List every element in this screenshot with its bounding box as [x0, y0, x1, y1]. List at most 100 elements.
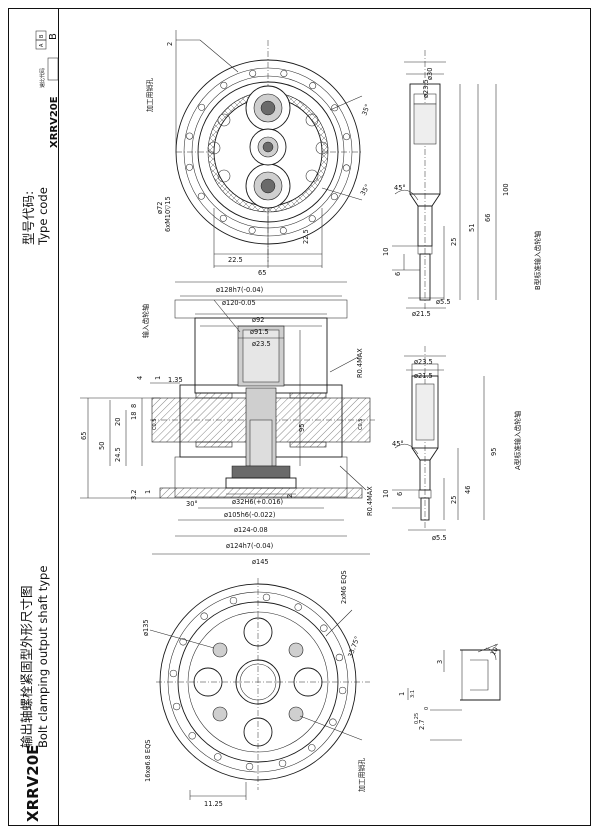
- dim-d124h7: ø124h7(-0.04): [226, 542, 273, 550]
- shaft-a-95: 95: [490, 448, 498, 456]
- angle-30: 30°: [186, 500, 198, 508]
- dim-1-35: 1.35: [168, 376, 183, 384]
- detail-dim-2-7: 2.7: [418, 720, 426, 731]
- dim-50: 50: [98, 442, 106, 450]
- bolt-hole: [330, 193, 338, 201]
- type-code-value: XRRV20E: [49, 96, 60, 148]
- dim-c0-5-a: C0.5: [152, 419, 158, 430]
- dim-d72: ø72: [156, 202, 164, 214]
- shaft-b-d30: ø30: [426, 68, 434, 80]
- bolt-hole: [186, 132, 194, 140]
- dim-c0-5-b: C0.5: [358, 419, 364, 430]
- bolt-hole: [186, 163, 193, 171]
- dim-2-top: 2: [166, 42, 174, 46]
- bolt-hole: [188, 732, 196, 740]
- shaft-b-labels: ø30 ø23.5 100 66 51 25 10 6 ø5.5 ø21.5 4…: [382, 68, 542, 318]
- dim-d124: ø124-0.08: [234, 526, 268, 534]
- bottom-view-labels: ø135 2xM6 EQS 33.75° 加工用销孔 16xø6.8 EQS 1…: [142, 570, 366, 808]
- shaft-b-66: 66: [484, 214, 492, 222]
- bolt-hole: [245, 762, 254, 771]
- type-code-label-en: Type code: [36, 187, 50, 246]
- section-view-labels: ø128h7(-0.04) ø120-0.05 ø92 ø91.5 ø23.5 …: [80, 286, 374, 566]
- shaft-b-100: 100: [502, 183, 510, 196]
- shaft-b-51: 51: [468, 224, 476, 232]
- bolt-hole: [308, 744, 316, 752]
- bolt-hole: [200, 612, 208, 620]
- detail-tol: 0.25: [414, 713, 420, 724]
- shaft-a-d21-5: ø21.5: [414, 372, 433, 380]
- shaft-a-46: 46: [464, 486, 472, 494]
- title-en: Bolt clamping output shaft type: [36, 566, 50, 748]
- bolt-hole: [248, 226, 256, 234]
- bolt-hole: [309, 82, 317, 90]
- detail-scale-1: 1: [398, 692, 406, 696]
- type-code-label-cn: 型号代码:: [21, 191, 36, 245]
- shaft-b-d21-5: ø21.5: [412, 310, 431, 318]
- shaft-b-angle: 45°: [394, 184, 406, 192]
- input-gear-label: 输入齿轮轴: [141, 304, 150, 338]
- shaft-a-angle: 45°: [392, 440, 404, 448]
- dim-d128h7: ø128h7(-0.04): [216, 286, 263, 294]
- bolt-hole: [198, 103, 206, 111]
- dim-d105h6: ø105h6(-0.022): [224, 511, 275, 519]
- dim-4: 4: [136, 376, 144, 380]
- dim-65-top: 65: [258, 269, 266, 277]
- bottom-flange-view: [149, 578, 370, 800]
- dim-d23-5-sec: ø23.5: [252, 340, 271, 348]
- process-hole-note-top: 加工用销孔: [145, 78, 154, 112]
- dim-95-sec: 95: [298, 424, 306, 432]
- bolt-hole: [279, 227, 287, 234]
- dim-1: 1: [154, 376, 162, 380]
- angle-35-b: 35°: [359, 183, 372, 197]
- bolt-hole: [249, 70, 257, 77]
- shaft-b-drawing: [392, 50, 497, 310]
- shaft-b-d23-5: ø23.5: [422, 79, 430, 98]
- dim-22-5-a: 22.5: [228, 256, 243, 264]
- angle-33-75: 33.75°: [346, 635, 361, 659]
- shaft-b-label: B型标准输入齿轮轴: [533, 231, 542, 290]
- section-view: [80, 281, 375, 555]
- bolt-hole: [343, 133, 350, 141]
- shaft-b-25: 25: [450, 238, 458, 246]
- angle-35-a: 35°: [360, 103, 372, 117]
- dim-r0-4-b: R0.4MAX: [366, 486, 374, 516]
- dim-3-2: 3.2: [130, 490, 138, 501]
- detail-scale-2: 3:1: [410, 690, 416, 698]
- ratio-code-box: [47, 57, 59, 81]
- option-b: B: [39, 34, 45, 38]
- bolt-hole: [214, 753, 222, 761]
- dim-22-5-b: 22.5: [302, 229, 310, 244]
- title-cn: 输出轴螺栓紧固型外形尺寸图: [19, 585, 34, 748]
- shaft-b-d5-5: ø5.5: [436, 298, 451, 306]
- drawing-frame: [8, 8, 591, 826]
- dim-screw-top: 6xM10▽15: [164, 196, 172, 232]
- title-strip: [8, 8, 59, 826]
- bolt-hole: [278, 759, 287, 768]
- bolt-hole: [262, 593, 271, 602]
- shaft-a-d5-5: ø5.5: [432, 534, 447, 542]
- shaft-a-labels: ø23.5 ø21.5 95 46 25 10 6 ø5.5 45° A型标准输…: [382, 358, 522, 542]
- option-a: A: [39, 43, 45, 47]
- bolt-hole: [219, 214, 227, 222]
- dim-d32h6: ø32H6(+0.016): [232, 498, 283, 506]
- detail-labels: 3 2.7 0.25 0 10° 1 3:1: [398, 643, 502, 730]
- option-big: B: [48, 33, 59, 40]
- title-block: XRRV20E 输出轴螺栓紧固型外形尺寸图 Bolt clamping outp…: [19, 30, 60, 822]
- shaft-a-drawing: [392, 346, 485, 531]
- process-hole-note-bottom: 加工用销孔: [357, 758, 366, 792]
- bolt-hole: [169, 669, 178, 678]
- top-flange-view: [175, 30, 363, 268]
- detail-tol-2: 0: [424, 707, 430, 710]
- model-title: XRRV20E: [24, 745, 42, 822]
- bolt-hole: [331, 104, 339, 112]
- bolt-hole: [342, 164, 350, 172]
- dim-2-sec: 2: [286, 494, 294, 498]
- dim-d120: ø120-0.05: [222, 299, 256, 307]
- bolt-hole: [197, 192, 205, 200]
- bolt-hole: [338, 686, 347, 695]
- shaft-a-25: 25: [450, 496, 458, 504]
- top-view-labels: 加工用销孔 ø72 6xM10▽15 22.5 22.5 65 35° 35° …: [145, 42, 372, 277]
- bolt-hole: [335, 653, 344, 662]
- bolt-hole: [294, 603, 302, 611]
- shaft-b-6: 6: [394, 272, 402, 276]
